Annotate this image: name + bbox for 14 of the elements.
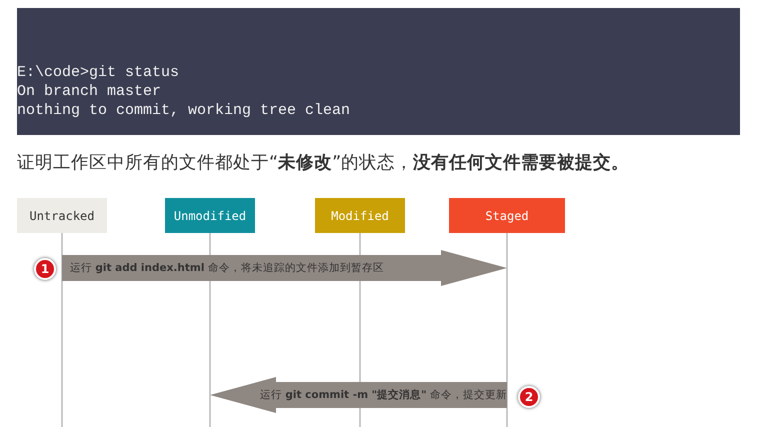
terminal-line: E:\code>git status: [17, 63, 180, 82]
arrow: [62, 250, 507, 286]
step-number: 1: [34, 258, 56, 280]
state-box: Modified: [315, 198, 405, 233]
step-number: 2: [518, 386, 540, 408]
edge-label: 运行 git commit -m "提交消息" 命令，提交更新: [260, 388, 507, 402]
state-box: Unmodified: [165, 198, 255, 233]
heading: 证明工作区中所有的文件都处于“未修改”的状态，没有任何文件需要被提交。: [17, 152, 630, 174]
state-box: Staged: [449, 198, 565, 233]
edge-label: 运行 git add index.html 命令，将未追踪的文件添加到暂存区: [70, 261, 384, 275]
state-box: Untracked: [17, 198, 107, 233]
terminal-line: On branch master: [17, 82, 162, 101]
arrow: [210, 377, 507, 413]
terminal-line: nothing to commit, working tree clean: [17, 101, 350, 120]
